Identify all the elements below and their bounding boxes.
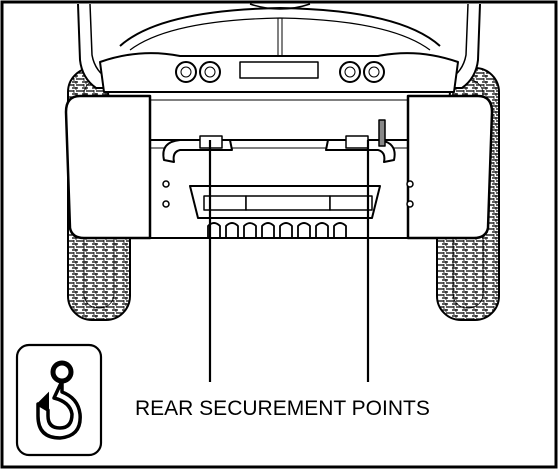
tie-down-hook-icon — [15, 343, 103, 457]
scooter-rear-body — [64, 3, 494, 240]
leader-lines — [208, 140, 370, 382]
caption-rear-securement-points: REAR SECUREMENT POINTS — [135, 397, 430, 420]
